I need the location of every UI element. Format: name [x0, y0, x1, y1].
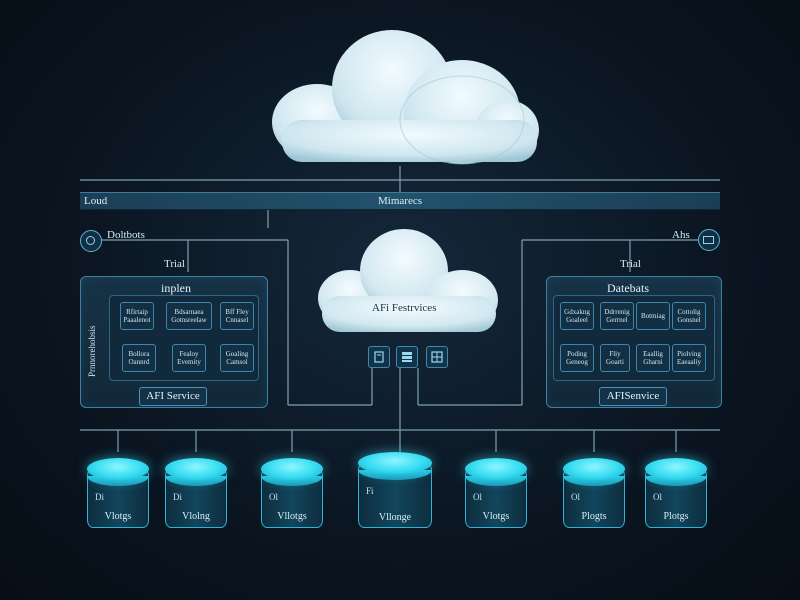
left-api-service-button[interactable]: AFI Service [139, 387, 207, 406]
circle-node-icon [80, 230, 102, 252]
dashboard-icon [426, 346, 448, 368]
right-panel-modules: Gdxakng Goaleel Ddrrenig Gerrnel Botmiag… [553, 295, 715, 381]
database-code: Ol [653, 492, 662, 502]
database-code: Ol [473, 492, 482, 502]
module-chip: Botmiag [636, 302, 670, 330]
right-panel-title: Datebats [607, 281, 649, 295]
left-panel-modules: Rfirtaip Paaalenot Bdsarnaea Gotnsreelaw… [109, 295, 259, 381]
database-cylinder-icon: Fi Vllonge [358, 452, 432, 530]
module-chip: Rfirtaip Paaalenot [120, 302, 154, 330]
bar-center-label: Mimarecs [378, 195, 422, 207]
module-chip: Piolving Eaeaaliy [672, 344, 706, 372]
center-cloud-label: AFi Festrvices [372, 302, 437, 314]
database-cylinder-icon: Di Vlolng [165, 458, 227, 530]
right-api-service-button[interactable]: AFISenvice [599, 387, 667, 406]
top-cloud-icon [272, 30, 539, 165]
database-code: Di [173, 492, 182, 502]
module-chip: Bdsarnaea Gotnsreelaw [166, 302, 212, 330]
database-name: Vlotgs [104, 511, 132, 522]
database-code: Ol [571, 492, 580, 502]
module-chip: Fealoy Evemity [172, 344, 206, 372]
module-chip: Ddrrenig Gerrnel [600, 302, 634, 330]
left-panel-title: inplen [161, 281, 191, 295]
left-service-panel: inplen Prnnorehobsis Rfirtaip Paaalenot … [80, 276, 268, 408]
database-name: Vlolng [182, 511, 210, 522]
database-code: Ol [269, 492, 278, 502]
left-node-label: Doltbots [107, 229, 145, 241]
module-chip: Eaallig Gharni [636, 344, 670, 372]
database-cylinder-icon: Ol Plotgs [645, 458, 707, 530]
module-chip: Goaling Camsol [220, 344, 254, 372]
database-cylinder-icon: Ol Vlotgs [465, 458, 527, 530]
module-chip: Poding Geneog [560, 344, 594, 372]
right-panel-tag: Trial [620, 258, 641, 270]
grid-node-icon [698, 229, 720, 251]
database-name: Vlotgs [482, 511, 510, 522]
module-chip: Gdxakng Goaleel [560, 302, 594, 330]
right-node-label: Ahs [672, 229, 690, 241]
database-code: Di [95, 492, 104, 502]
module-chip: Fliy Goarti [600, 344, 630, 372]
module-chip: Bff Fley Cnnasel [220, 302, 254, 330]
server-icon [396, 346, 418, 368]
database-name: Vllotgs [277, 511, 307, 522]
database-name: Plotgs [663, 511, 689, 522]
right-database-panel: Datebats Gdxakng Goaleel Ddrrenig Gerrne… [546, 276, 722, 408]
module-chip: Bollora Oannrd [122, 344, 156, 372]
bar-left-label: Loud [84, 195, 108, 207]
database-cylinder-icon: Ol Plogts [563, 458, 625, 530]
document-icon [368, 346, 390, 368]
left-panel-tag: Trial [164, 258, 185, 270]
left-panel-side-label: Prnnorehobsis [87, 325, 97, 378]
database-name: Vllonge [378, 512, 412, 523]
database-cylinder-icon: Ol Vllotgs [261, 458, 323, 530]
database-code: Fi [366, 486, 374, 496]
database-name: Plogts [581, 511, 607, 522]
module-chip: Cottolig Gonsnel [672, 302, 706, 330]
database-cylinder-icon: Di Vlotgs [87, 458, 149, 530]
microservices-bar: Loud Mimarecs [80, 192, 720, 210]
api-services-cloud-icon [318, 229, 498, 332]
